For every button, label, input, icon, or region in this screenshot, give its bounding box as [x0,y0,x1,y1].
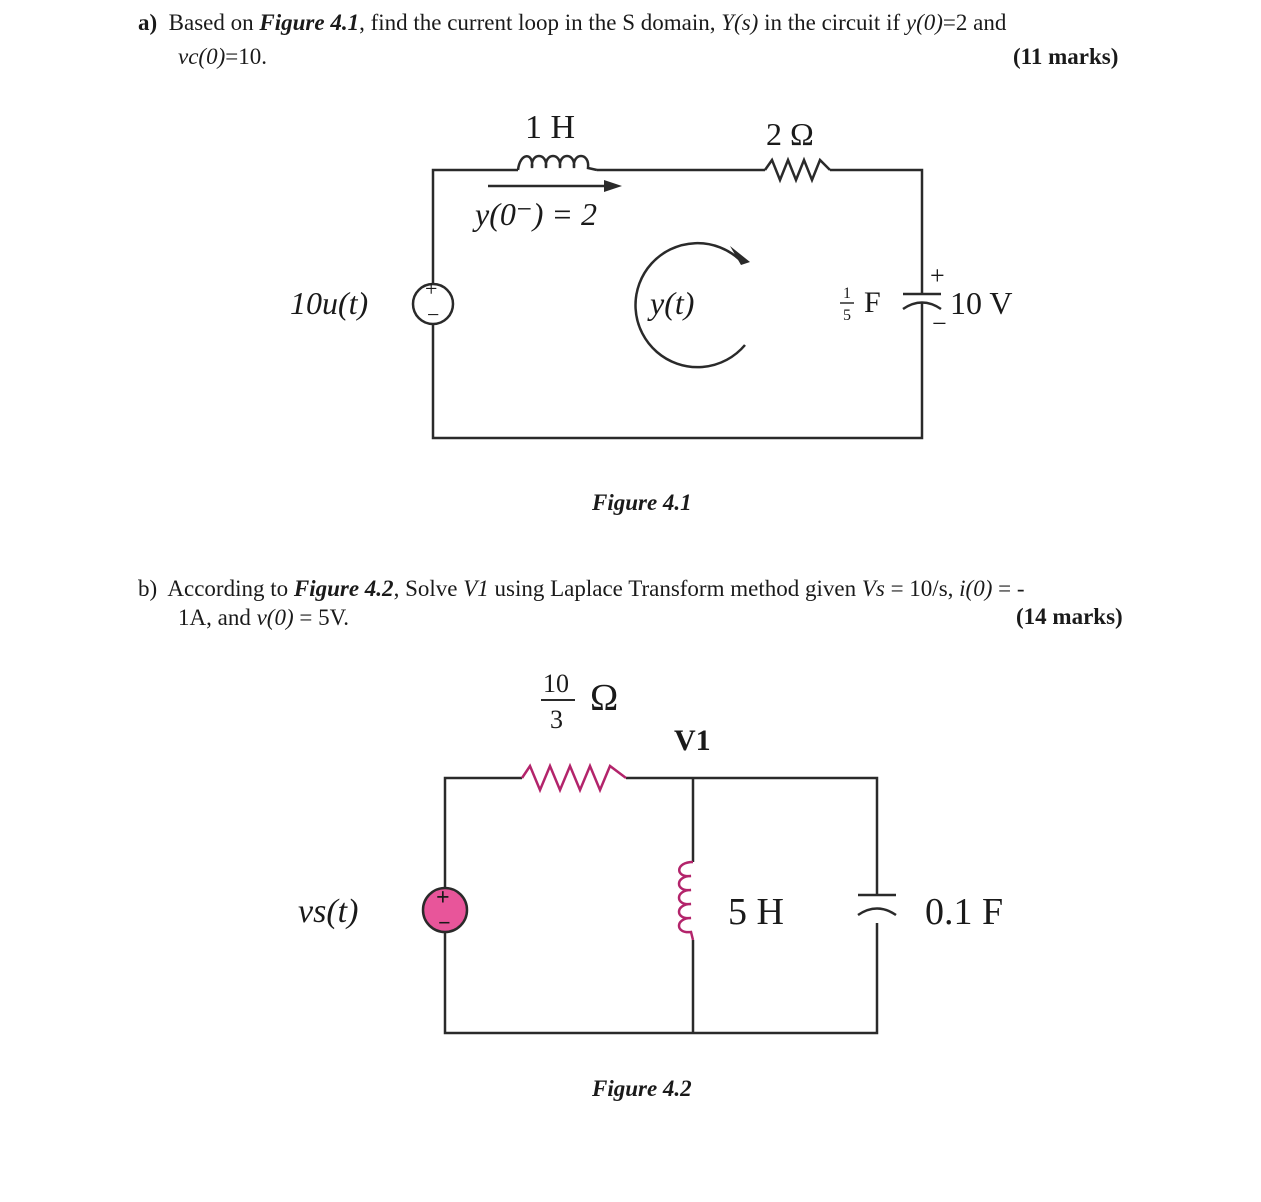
fig1-wire-left-top [431,168,518,284]
fig1-inductor-label: 1 H [525,109,575,146]
fig1-initial-current: y(0⁻) = 2 [472,196,597,232]
fig1-cap-denominator: 5 [843,307,851,324]
fig1-loop-arc [634,241,746,369]
part-a-vc: vc(0) [178,44,226,69]
figure-4-1-caption: Figure 4.1 [592,490,692,515]
fig2-resistor-zigzag [520,762,627,794]
part-b-v1: V1 [463,576,489,601]
fig1-cap-voltage: 10 V [950,285,1013,321]
fig1-source-plus: + [425,276,437,301]
fig2-res-numerator: 10 [543,669,569,698]
part-b-question-line2: 1A, and v(0) = 5V. [178,603,349,633]
part-a-marks: (11 marks) [1013,44,1119,69]
fig1-cap-numerator: 1 [843,285,851,302]
fig1-cap-minus: − [932,309,947,338]
part-b-figure-ref: Figure 4.2 [293,576,394,601]
part-a-question-line2: vc(0)=10. [178,42,267,72]
fig2-source-label: vs(t) [298,893,358,930]
part-a-label: a) [138,10,158,35]
part-a-condition: y(0) [905,10,943,35]
part-b-v0: v(0) [256,605,294,630]
part-b-label: b) [138,576,158,601]
fig1-loop-arrowhead [730,246,750,265]
fig1-source-label: 10u(t) [290,285,368,321]
fig1-wire-right-top [830,168,924,265]
fig1-cap-plus: + [930,261,945,290]
figure-4-2-caption: Figure 4.2 [592,1076,692,1101]
fig2-res-denominator: 3 [550,705,563,734]
part-a-figure-ref: Figure 4.1 [259,10,360,35]
part-b-text-5: = - [992,576,1025,601]
part-b-text-6: 1A, and [178,605,257,630]
part-a-text-2: , find the current loop in the S domain, [359,10,722,35]
part-b-text-2: , Solve [393,576,464,601]
part-b-text-7: = 5V. [293,605,349,630]
part-b-text-4: = 10/s, [884,576,960,601]
fig1-loop-label: y(t) [647,285,694,321]
fig1-source-minus: − [427,302,439,327]
part-b-text-1: According to [167,576,294,601]
fig1-resistor-zigzag [763,156,831,184]
fig2-wire-bottom [443,923,879,1035]
fig2-wire-top-right [626,776,879,895]
fig1-inductor-coil [516,154,598,172]
fig1-resistor-label: 2 Ω [766,116,814,152]
fig2-source-plus: + [436,885,450,911]
fig2-node-label: V1 [674,724,711,757]
part-a-question: a) Based on Figure 4.1, find the current… [138,8,1138,38]
fig2-res-unit: Ω [590,677,618,719]
fig2-cap-plate-bottom [857,907,897,917]
part-a-ys: Y(s) [721,10,759,35]
part-b-vs: Vs [861,576,885,601]
part-a-text-3: in the circuit if [758,10,906,35]
part-a-text-4: =2 and [942,10,1007,35]
part-b-i0: i(0) [959,576,993,601]
fig2-wire-left-top [443,776,522,888]
fig1-current-arrowhead [604,180,622,192]
fig1-wire-bottom [431,315,924,440]
fig1-source-circle [411,282,455,326]
fig2-inductor-label: 5 H [728,891,784,933]
fig2-inductor-coil [677,860,695,941]
fig2-source-minus: − [438,910,451,935]
part-a-text-5: =10. [225,44,267,69]
part-b-text-3: using Laplace Transform method given [488,576,862,601]
part-a-text-1: Based on [168,10,260,35]
part-b-marks: (14 marks) [1016,604,1123,629]
fig2-source-circle [421,886,469,934]
fig2-cap-label: 0.1 F [925,891,1003,933]
part-b-question: b) According to Figure 4.2, Solve V1 usi… [138,574,1178,604]
fig1-cap-unit: F [864,286,881,319]
